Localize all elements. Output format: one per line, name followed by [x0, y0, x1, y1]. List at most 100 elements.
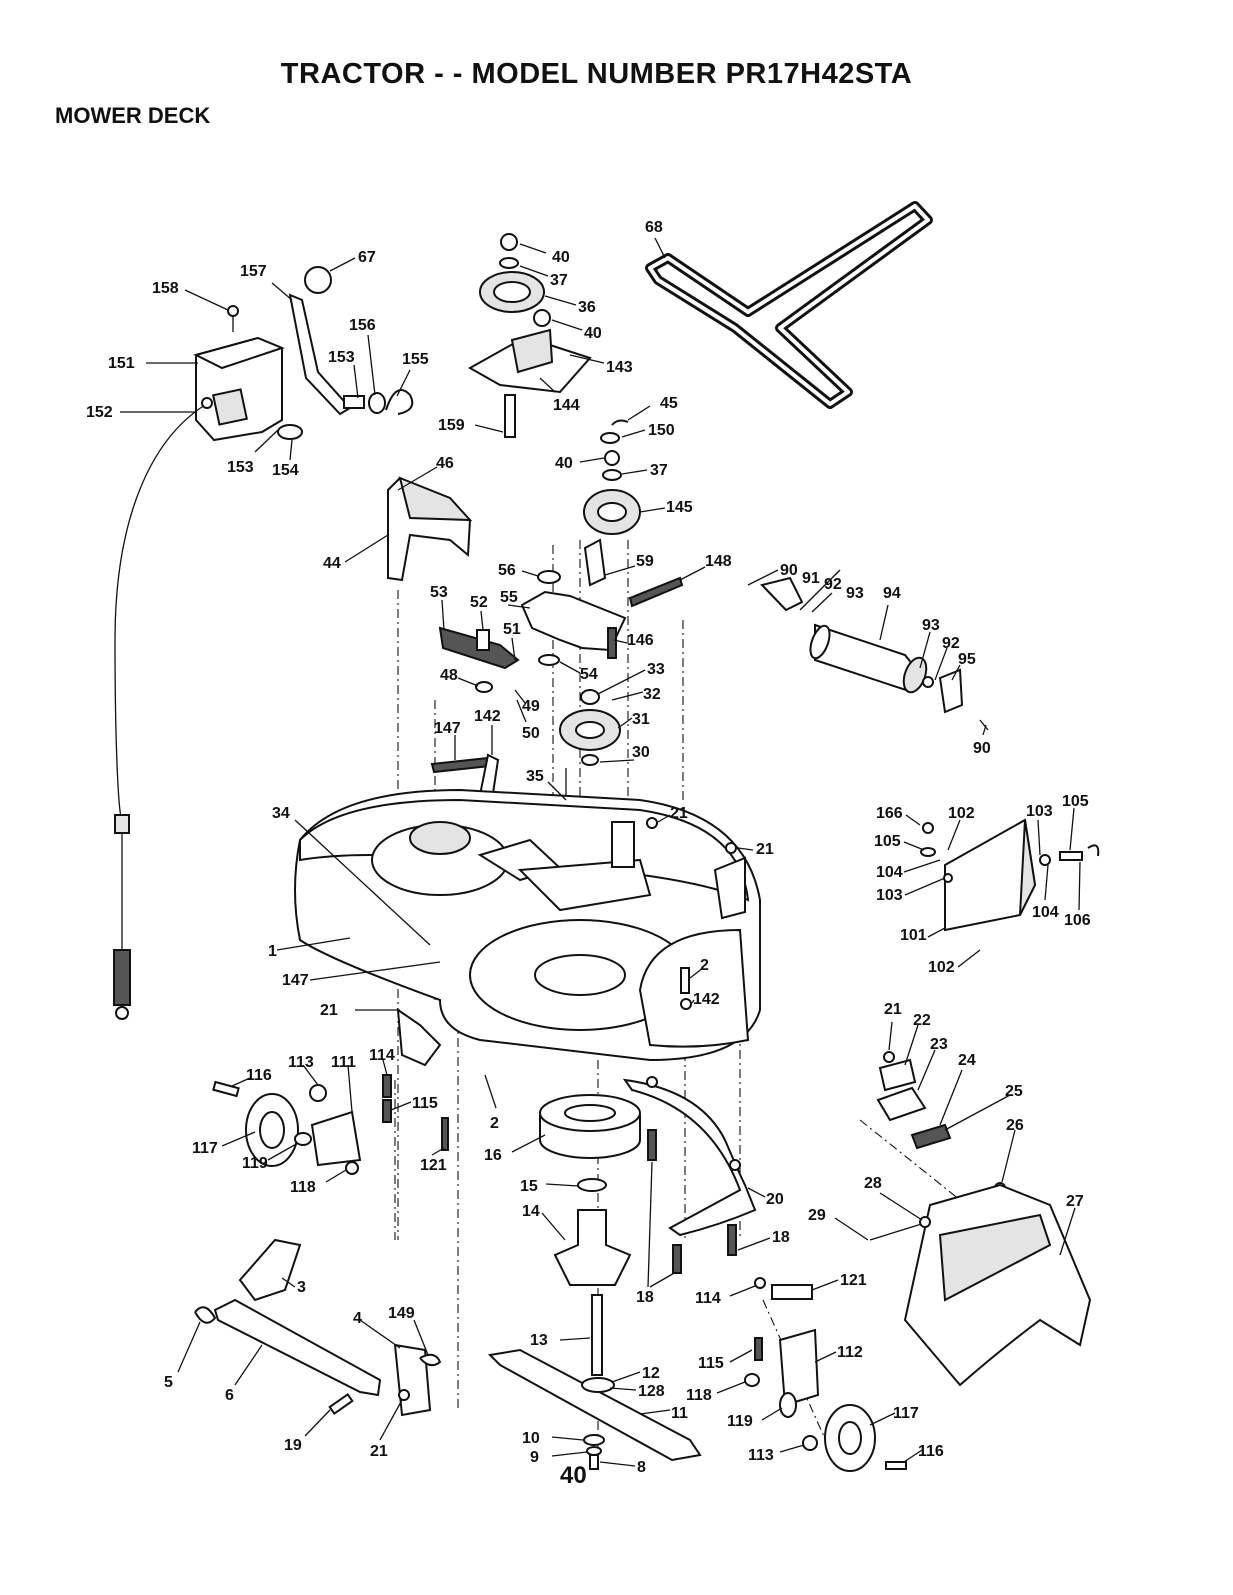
callout-115b: 115 — [698, 1355, 724, 1372]
callout-118b: 118 — [686, 1387, 712, 1404]
callout-10: 10 — [522, 1430, 540, 1447]
callout-6: 6 — [225, 1387, 234, 1404]
callout-45: 45 — [660, 395, 678, 412]
bolt-18c — [672, 1244, 682, 1274]
bolt-8 — [589, 1454, 599, 1470]
callout-55: 55 — [500, 589, 518, 606]
callout-106: 106 — [1064, 912, 1091, 929]
callout-30: 30 — [632, 744, 650, 761]
callout-150: 150 — [648, 422, 675, 439]
callout-35: 35 — [526, 768, 544, 785]
page-number: 40 — [560, 1462, 587, 1489]
callout-5: 5 — [164, 1374, 173, 1391]
washer-156 — [368, 392, 386, 414]
callout-8: 8 — [637, 1459, 646, 1476]
callout-50: 50 — [522, 725, 540, 742]
callout-157: 157 — [240, 263, 267, 280]
washer-30 — [581, 754, 599, 766]
nut-113b — [802, 1435, 818, 1451]
link-6 — [213, 1298, 382, 1397]
callout-114b: 114 — [695, 1290, 721, 1307]
bracket-slot — [212, 388, 248, 426]
bolt-115b — [754, 1337, 763, 1361]
callout-152: 152 — [86, 404, 113, 421]
callout-104b: 104 — [1032, 904, 1059, 921]
spring-147 — [430, 756, 492, 774]
callout-37b: 37 — [650, 462, 668, 479]
front-link-assembly — [194, 1238, 442, 1417]
callout-33: 33 — [647, 661, 665, 678]
callout-121b: 121 — [840, 1272, 867, 1289]
washer-150 — [600, 432, 620, 444]
callout-148: 148 — [705, 553, 732, 570]
bearing-15 — [577, 1178, 607, 1192]
lift-cable — [114, 404, 206, 823]
bolt-146 — [607, 627, 617, 659]
nut-21b — [725, 842, 737, 854]
callout-22: 22 — [913, 1012, 931, 1029]
bracket-23 — [876, 1086, 927, 1122]
bolt-2 — [680, 967, 690, 994]
callout-147b: 147 — [282, 972, 309, 989]
bolt-158 — [227, 305, 239, 317]
nut-40 — [500, 233, 518, 251]
callout-114a: 114 — [369, 1047, 395, 1064]
callout-40b: 40 — [584, 325, 602, 342]
nut-21a — [646, 817, 658, 829]
cable-hook — [115, 1006, 129, 1020]
callout-20: 20 — [766, 1191, 784, 1208]
spring-clip-155 — [385, 389, 414, 415]
callout-4: 4 — [353, 1310, 362, 1327]
callout-23: 23 — [930, 1036, 948, 1053]
callout-52: 52 — [470, 594, 488, 611]
nut-114b — [754, 1277, 766, 1289]
nut-21d — [883, 1051, 895, 1063]
callout-21c: 142 — [693, 991, 720, 1008]
callout-12: 12 — [642, 1365, 660, 1382]
washer-37 — [499, 257, 519, 269]
bolt-116b — [885, 1461, 907, 1470]
adapter-12 — [581, 1377, 615, 1393]
callout-94: 94 — [883, 585, 901, 602]
anti-scalp-roller — [760, 576, 989, 731]
callout-115a: 115 — [412, 1095, 438, 1112]
clip-45 — [611, 419, 629, 426]
callout-111: 111 — [331, 1054, 356, 1071]
spindle-housing-14 — [553, 1209, 632, 1286]
callout-13: 13 — [530, 1332, 548, 1349]
cable-spring — [113, 949, 131, 1006]
nut-118b — [744, 1373, 760, 1387]
discharge-opening — [638, 928, 750, 1048]
callout-9: 9 — [530, 1449, 539, 1466]
callout-67: 67 — [358, 249, 376, 266]
callout-3: 3 — [297, 1279, 306, 1296]
idler-arm-group — [430, 570, 627, 814]
callout-labels: 67 157 158 156 151 153 155 152 153 154 4… — [86, 219, 1091, 1476]
spring-105 — [1087, 844, 1100, 857]
callout-90b: 90 — [973, 740, 991, 757]
callout-119b: 119 — [727, 1413, 753, 1430]
callout-1: 1 — [268, 943, 277, 960]
washer-154 — [277, 424, 303, 440]
drive-belt-68 — [645, 201, 933, 409]
left-gauge-wheel — [212, 1007, 449, 1175]
nut-118 — [345, 1161, 359, 1175]
callout-116b: 116 — [918, 1443, 944, 1460]
callout-116a: 116 — [246, 1067, 272, 1084]
callout-142b: 21 — [320, 1002, 338, 1019]
bracket-142b — [396, 1007, 442, 1067]
bolt-116 — [212, 1080, 240, 1098]
blade-11 — [487, 1348, 702, 1470]
callout-40c: 40 — [555, 455, 573, 472]
callout-146: 146 — [627, 632, 654, 649]
callout-90a: 90 — [780, 562, 798, 579]
callout-155: 155 — [402, 351, 429, 368]
callout-143: 143 — [606, 359, 633, 376]
callout-105a: 105 — [1062, 793, 1089, 810]
section-heading: MOWER DECK — [55, 103, 211, 128]
wheel-bracket-111 — [310, 1110, 362, 1167]
callout-103b: 103 — [876, 887, 903, 904]
callout-36: 36 — [578, 299, 596, 316]
callout-93b: 93 — [922, 617, 940, 634]
deck-tab — [611, 821, 635, 868]
